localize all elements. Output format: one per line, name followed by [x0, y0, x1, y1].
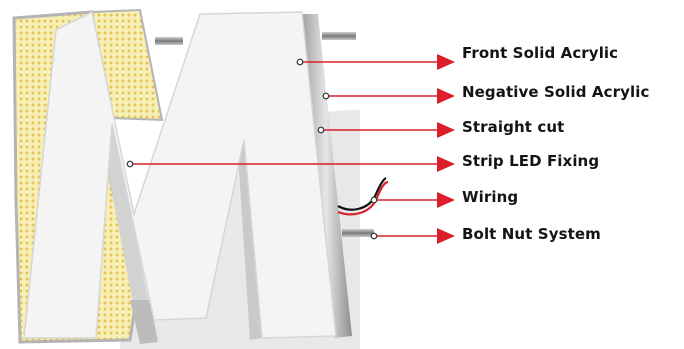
- label-wiring: Wiring: [462, 188, 518, 206]
- arrow-right-icon: [437, 54, 455, 244]
- label-bolt-nut-system: Bolt Nut System: [462, 225, 601, 243]
- label-negative-solid-acrylic: Negative Solid Acrylic: [462, 83, 649, 101]
- label-strip-led-fixing: Strip LED Fixing: [462, 152, 599, 170]
- label-straight-cut: Straight cut: [462, 118, 564, 136]
- label-front-solid-acrylic: Front Solid Acrylic: [462, 44, 618, 62]
- front-acrylic-letter: [24, 12, 336, 338]
